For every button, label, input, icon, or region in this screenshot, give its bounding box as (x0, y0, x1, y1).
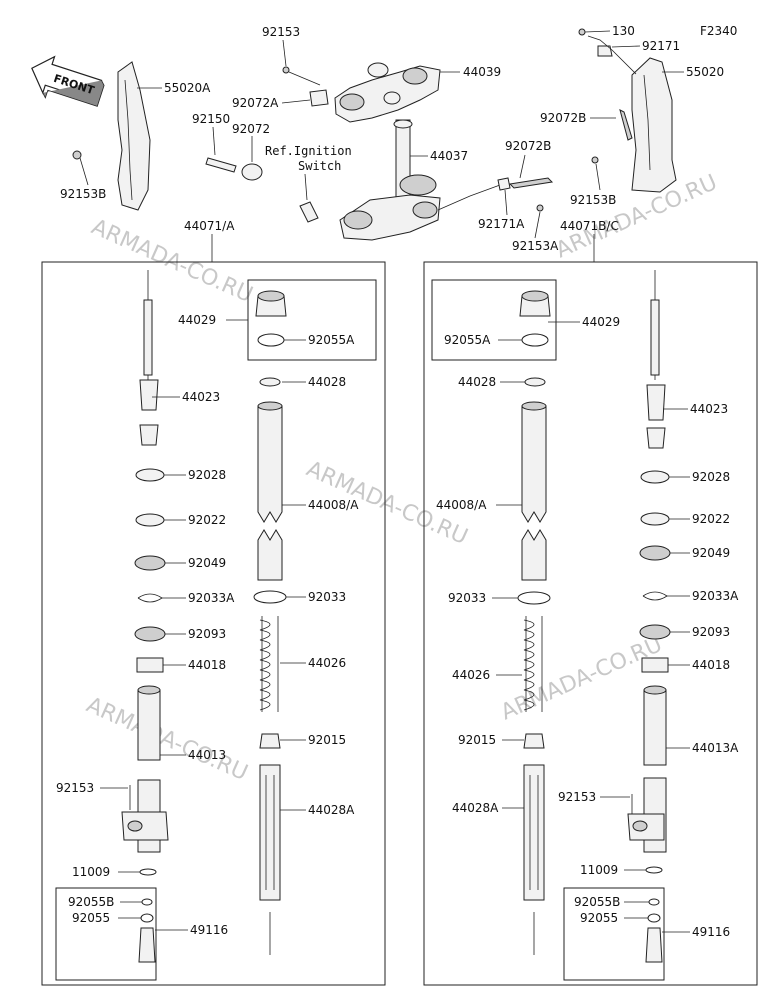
label-55020: 55020 (686, 65, 724, 79)
label-92153: 92153 (262, 25, 300, 39)
right-label-92055: 92055 (580, 911, 618, 925)
right-label-44028A: 44028A (452, 801, 499, 815)
label-130: 130 (612, 24, 635, 38)
label-92072A: 92072A (232, 96, 279, 110)
right-label-92049: 92049 (692, 546, 730, 560)
right-label-92022: 92022 (692, 512, 730, 526)
right-label-92033: 92033 (448, 591, 486, 605)
left-label-92055: 92055 (72, 911, 110, 925)
right-label-92055A: 92055A (444, 333, 491, 347)
bolt-and-clamp (205, 126, 319, 223)
right-label-44026: 44026 (452, 668, 490, 682)
upper-bracket (281, 62, 460, 123)
label-92072B: 92072B (505, 139, 551, 153)
left-label-44008A: 44008/A (308, 498, 359, 512)
label-44071A: 44071/A (184, 219, 235, 233)
left-label-44018: 44018 (188, 658, 226, 672)
left-label-44013: 44013 (188, 748, 226, 762)
right-label-92055B: 92055B (574, 895, 620, 909)
right-label-92153: 92153 (558, 790, 596, 804)
right-label-49116: 49116 (692, 925, 730, 939)
right-label-44029: 44029 (582, 315, 620, 329)
hose-clamp (437, 154, 554, 239)
label-44037: 44037 (430, 149, 468, 163)
label-55020A: 55020A (164, 81, 211, 95)
right-fork-parts (492, 270, 690, 963)
right-label-92093: 92093 (692, 625, 730, 639)
watermark-text: ARMADA-CO.RU (83, 693, 252, 786)
label-92072: 92072 (232, 122, 270, 136)
right-cap-subbox (431, 279, 557, 361)
right-fork-panel (423, 261, 758, 986)
left-label-44028A: 44028A (308, 803, 355, 817)
ref-note-line-1: Ref.Ignition (265, 144, 352, 158)
front-arrow: FRONT (31, 55, 105, 107)
label-92153B-right: 92153B (570, 193, 616, 207)
right-label-92033A: 92033A (692, 589, 739, 603)
left-label-44029: 44029 (178, 313, 216, 327)
label-44039: 44039 (463, 65, 501, 79)
left-label-49116: 49116 (190, 923, 228, 937)
left-label-92049: 92049 (188, 556, 226, 570)
right-label-44023: 44023 (690, 402, 728, 416)
left-label-44026: 44026 (308, 656, 346, 670)
label-44071BC: 44071B/C (560, 219, 619, 233)
label-92153B: 92153B (60, 187, 106, 201)
steering-stem (339, 119, 441, 241)
label-92153A: 92153A (512, 239, 559, 253)
left-label-92022: 92022 (188, 513, 226, 527)
left-label-92055B: 92055B (68, 895, 114, 909)
left-fork-panel (41, 261, 386, 986)
fork-guard-right (578, 28, 684, 193)
right-label-44028: 44028 (458, 375, 496, 389)
left-valve-subbox (55, 887, 157, 981)
left-label-92055A: 92055A (308, 333, 355, 347)
right-label-92015: 92015 (458, 733, 496, 747)
watermark-text: ARMADA-CO.RU (497, 632, 666, 725)
label-92171: 92171 (642, 39, 680, 53)
label-92171A: 92171A (478, 217, 525, 231)
left-fork-parts (100, 270, 306, 963)
left-label-92153: 92153 (56, 781, 94, 795)
left-label-44023: 44023 (182, 390, 220, 404)
label-92150: 92150 (192, 112, 230, 126)
label-92072B-right: 92072B (540, 111, 586, 125)
fork-guard-left (72, 61, 162, 211)
diagram-code: F2340 (700, 24, 737, 38)
left-label-92015: 92015 (308, 733, 346, 747)
right-label-44018: 44018 (692, 658, 730, 672)
right-label-44013A: 44013A (692, 741, 739, 755)
left-label-92093: 92093 (188, 627, 226, 641)
right-label-11009: 11009 (580, 863, 618, 877)
ref-note-line-2: Switch (298, 159, 341, 173)
right-valve-subbox (563, 887, 665, 981)
right-label-44008A: 44008/A (436, 498, 487, 512)
right-label-92028: 92028 (692, 470, 730, 484)
left-label-92033: 92033 (308, 590, 346, 604)
left-label-44028: 44028 (308, 375, 346, 389)
left-label-92033A: 92033A (188, 591, 235, 605)
left-label-92028: 92028 (188, 468, 226, 482)
left-label-11009: 11009 (72, 865, 110, 879)
